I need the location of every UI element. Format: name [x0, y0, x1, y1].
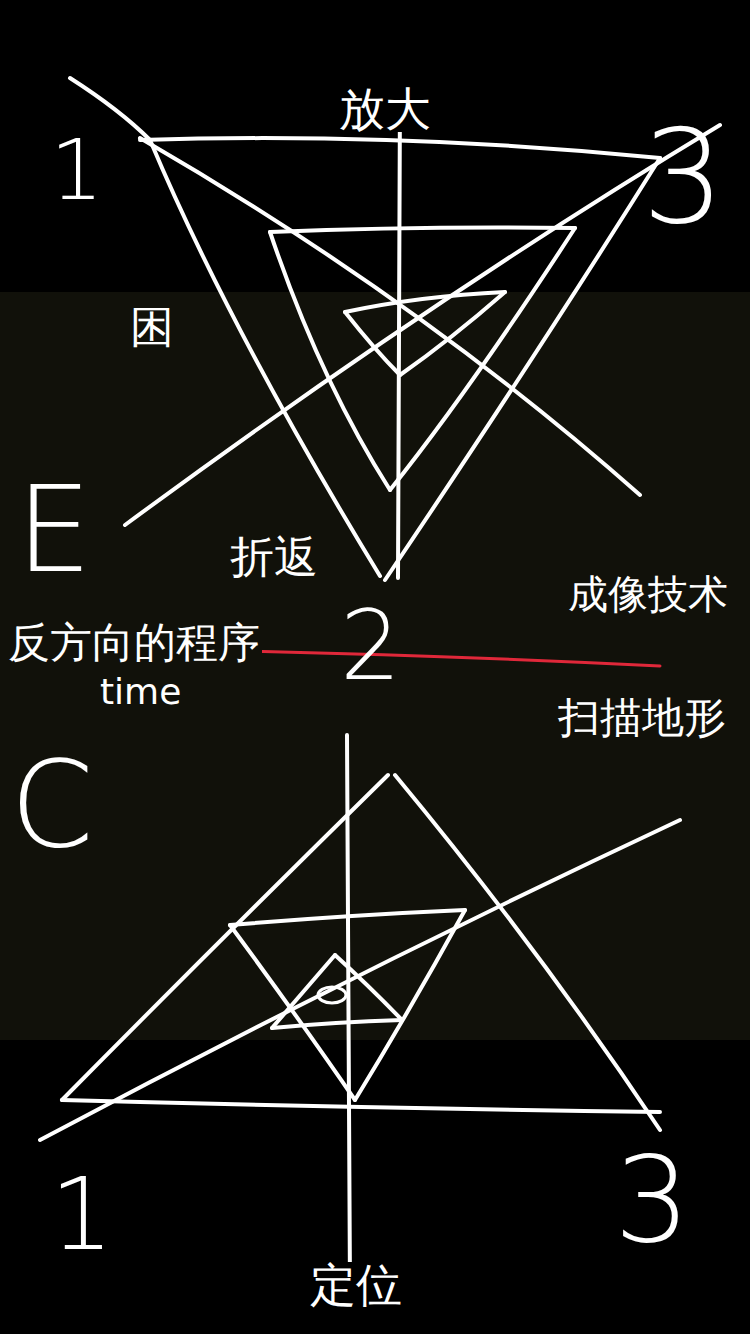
callout-number: 3	[612, 1140, 692, 1260]
note-label: 折返	[228, 535, 320, 579]
callout-number: 1	[48, 1165, 116, 1265]
note-label: 扫描地形	[556, 697, 728, 739]
note-label: time	[98, 674, 183, 710]
note-label: 困	[128, 305, 176, 349]
heading-label: 放大	[337, 86, 433, 132]
note-label: 反方向的程序	[6, 622, 262, 664]
callout-number: 3	[640, 112, 727, 242]
note-label: 成像技术	[566, 574, 730, 614]
callout-letter: C	[8, 745, 96, 865]
callout-number: 2	[338, 598, 403, 694]
callout-letter: E	[14, 470, 94, 590]
callout-number: 1	[48, 128, 105, 212]
heading-label: 定位	[308, 1262, 404, 1308]
